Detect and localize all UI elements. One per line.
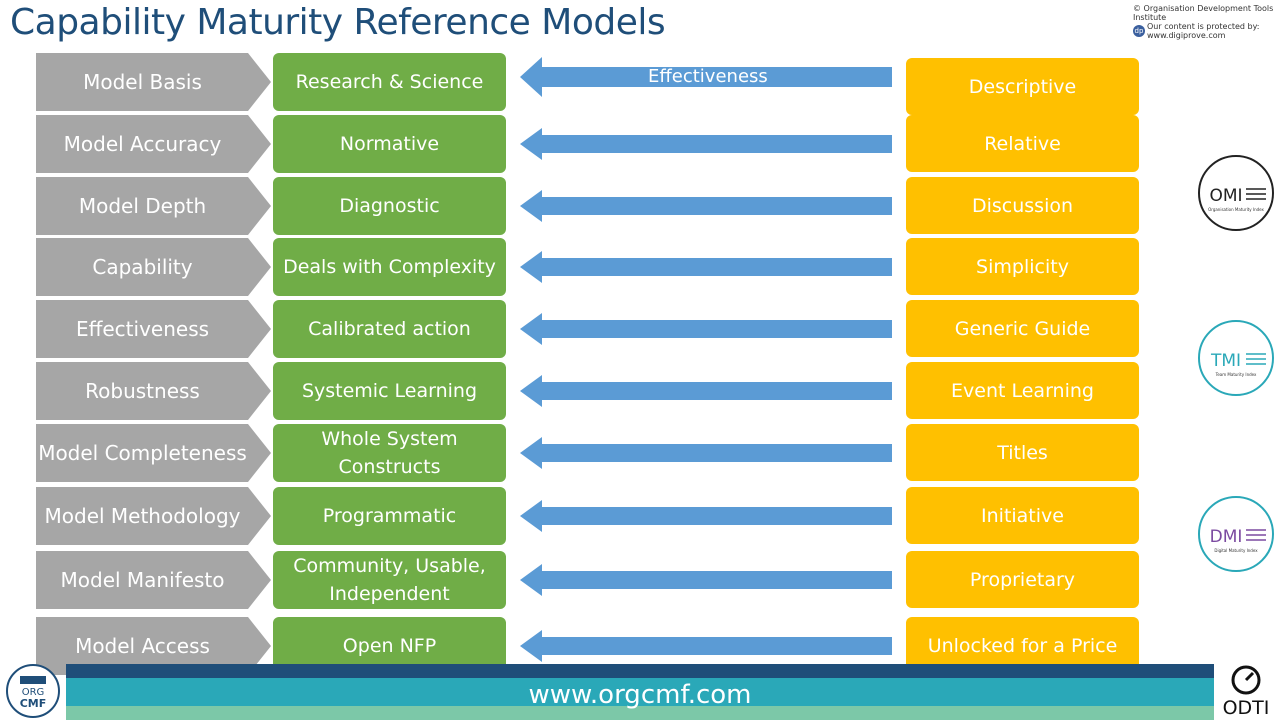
badge-caption: Digital Maturity Index bbox=[1214, 548, 1258, 553]
effectiveness-arrow-label: Effectiveness bbox=[648, 66, 768, 87]
left-arrow-icon bbox=[520, 437, 892, 469]
footer-url[interactable]: www.orgcmf.com bbox=[528, 680, 752, 710]
criterion-label: Robustness bbox=[36, 362, 271, 420]
open-model-attribute: Community, Usable, Independent bbox=[273, 551, 506, 609]
svg-text:ORG: ORG bbox=[22, 687, 45, 698]
badge-abbreviation: DMI bbox=[1210, 527, 1243, 547]
proprietary-model-attribute: Generic Guide bbox=[906, 300, 1139, 357]
proprietary-model-attribute: Relative bbox=[906, 115, 1139, 172]
criterion-label: Model Accuracy bbox=[36, 115, 271, 173]
open-model-attribute: Research & Science bbox=[273, 53, 506, 111]
copyright-line3: www.digiprove.com bbox=[1147, 31, 1226, 40]
proprietary-model-attribute: Discussion bbox=[906, 177, 1139, 234]
svg-text:ODTI: ODTI bbox=[1223, 697, 1270, 719]
criterion-label: Effectiveness bbox=[36, 300, 271, 358]
left-arrow-icon bbox=[520, 564, 892, 596]
criterion-label: Model Manifesto bbox=[36, 551, 271, 609]
badge-caption: Organisation Maturity Index bbox=[1208, 207, 1264, 212]
badge-abbreviation: OMI bbox=[1209, 186, 1242, 206]
left-arrow-icon bbox=[520, 190, 892, 222]
open-model-attribute: Normative bbox=[273, 115, 506, 173]
odti-logo: ODTI bbox=[1215, 662, 1277, 720]
proprietary-model-attribute: Simplicity bbox=[906, 238, 1139, 295]
left-arrow-icon bbox=[520, 375, 892, 407]
left-arrow-icon bbox=[520, 251, 892, 283]
open-model-attribute: Diagnostic bbox=[273, 177, 506, 235]
open-model-attribute: Calibrated action bbox=[273, 300, 506, 358]
digiprove-icon: dp bbox=[1133, 25, 1145, 37]
proprietary-model-attribute: Descriptive bbox=[906, 58, 1139, 115]
svg-text:CMF: CMF bbox=[20, 697, 47, 710]
left-arrow-icon bbox=[520, 128, 892, 160]
badge-caption: Team Maturity Index bbox=[1215, 372, 1257, 377]
proprietary-model-attribute: Initiative bbox=[906, 487, 1139, 544]
footer-bar-top bbox=[66, 664, 1214, 680]
page-title: Capability Maturity Reference Models bbox=[10, 2, 666, 43]
open-model-attribute: Deals with Complexity bbox=[273, 238, 506, 296]
left-arrow-icon bbox=[520, 313, 892, 345]
criterion-label: Model Depth bbox=[36, 177, 271, 235]
left-arrow-icon bbox=[520, 630, 892, 662]
footer-bar-bottom bbox=[66, 706, 1214, 720]
open-model-attribute: Whole System Constructs bbox=[273, 424, 506, 482]
open-model-attribute: Programmatic bbox=[273, 487, 506, 545]
criterion-label: Model Basis bbox=[36, 53, 271, 111]
proprietary-model-attribute: Titles bbox=[906, 424, 1139, 481]
badge-abbreviation: TMI bbox=[1210, 351, 1241, 371]
copyright-notice: © Organisation Development Tools Institu… bbox=[1133, 4, 1280, 40]
criterion-label: Model Completeness bbox=[36, 424, 271, 482]
open-model-attribute: Systemic Learning bbox=[273, 362, 506, 420]
orgcmf-logo: ORG CMF bbox=[6, 664, 60, 718]
criterion-label: Capability bbox=[36, 238, 271, 296]
left-arrow-icon bbox=[520, 500, 892, 532]
digiprove-block: dp Our content is protected by: www.digi… bbox=[1133, 22, 1280, 40]
copyright-line1: © Organisation Development Tools Institu… bbox=[1133, 4, 1274, 22]
proprietary-model-attribute: Event Learning bbox=[906, 362, 1139, 419]
criterion-label: Model Methodology bbox=[36, 487, 271, 545]
proprietary-model-attribute: Proprietary bbox=[906, 551, 1139, 608]
left-arrow-icon bbox=[520, 57, 892, 97]
copyright-line2: Our content is protected by: bbox=[1147, 22, 1260, 31]
